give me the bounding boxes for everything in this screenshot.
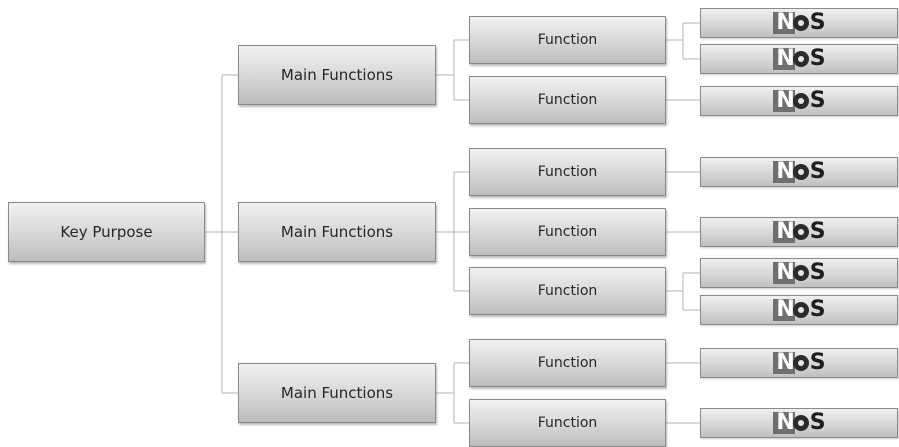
function-box-2-1: Function [469, 148, 666, 196]
function-label: Function [537, 415, 598, 431]
function-box-1-1: Function [469, 16, 666, 64]
function-box-3-1: Function [469, 339, 666, 387]
main-functions-box-2: Main Functions [238, 202, 436, 262]
function-label: Function [537, 355, 598, 371]
key-purpose-box: Key Purpose [8, 202, 205, 262]
main-functions-label: Main Functions [280, 384, 394, 402]
function-box-2-3: Function [469, 267, 666, 315]
main-functions-box-3: Main Functions [238, 363, 436, 423]
key-purpose-label: Key Purpose [60, 223, 153, 241]
function-label: Function [537, 224, 598, 240]
main-functions-box-1: Main Functions [238, 45, 436, 105]
function-box-1-2: Function [469, 76, 666, 124]
function-box-3-2: Function [469, 399, 666, 447]
main-functions-label: Main Functions [280, 223, 394, 241]
function-box-2-2: Function [469, 208, 666, 256]
function-label: Function [537, 92, 598, 108]
function-label: Function [537, 32, 598, 48]
main-functions-label: Main Functions [280, 66, 394, 84]
function-label: Function [537, 283, 598, 299]
function-label: Function [537, 164, 598, 180]
